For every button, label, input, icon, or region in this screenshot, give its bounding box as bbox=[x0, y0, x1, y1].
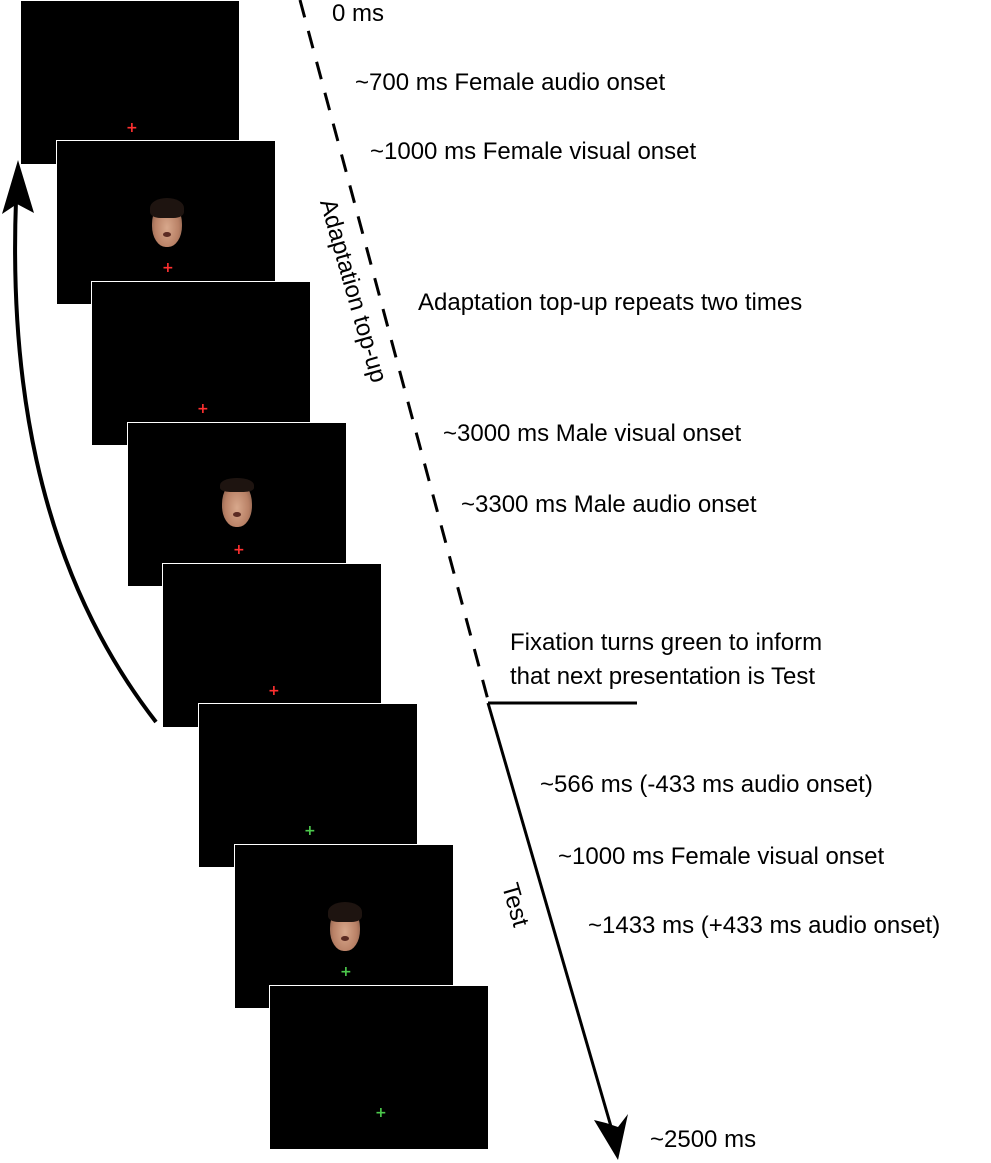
female-face bbox=[328, 902, 362, 951]
fixation-cross: + bbox=[162, 260, 174, 276]
adaptation-timeline-dashed bbox=[298, 0, 490, 701]
fixation-cross: + bbox=[233, 542, 245, 558]
repeat-loop-arrow bbox=[13, 199, 158, 724]
test-timeline-arrow bbox=[486, 702, 614, 1131]
stimulus-frame-5: + bbox=[162, 563, 382, 728]
event-test-audio-early: ~566 ms (-433 ms audio onset) bbox=[540, 771, 873, 798]
event-female-visual-onset: ~1000 ms Female visual onset bbox=[370, 138, 697, 165]
fixation-cross: + bbox=[268, 683, 280, 699]
event-test-audio-late: ~1433 ms (+433 ms audio onset) bbox=[588, 912, 941, 939]
fixation-cross: + bbox=[197, 401, 209, 417]
stimulus-frame-2: + bbox=[56, 140, 276, 305]
event-male-visual-onset: ~3000 ms Male visual onset bbox=[443, 420, 742, 447]
event-adaptation-repeats: Adaptation top-up repeats two times bbox=[418, 289, 803, 316]
end-time-label: ~2500 ms bbox=[650, 1126, 757, 1153]
stimulus-frame-3: + bbox=[91, 281, 311, 446]
fixation-cross: + bbox=[340, 964, 352, 980]
fixation-cross: + bbox=[126, 120, 138, 136]
start-time-label: 0 ms bbox=[332, 0, 385, 27]
stimulus-frame-8: + bbox=[269, 985, 489, 1150]
stimulus-frame-7: + bbox=[234, 844, 454, 1009]
repeat-loop-arrow-head bbox=[2, 160, 34, 214]
stimulus-frame-1: + bbox=[20, 0, 240, 165]
male-face bbox=[220, 478, 254, 527]
fixation-cross: + bbox=[375, 1105, 387, 1121]
fixation-cross: + bbox=[304, 823, 316, 839]
event-fixation-green-line1: Fixation turns green to inform bbox=[510, 629, 823, 656]
stimulus-frame-6: + bbox=[198, 703, 418, 868]
female-face bbox=[150, 198, 184, 247]
event-fixation-green-line2: that next presentation is Test bbox=[510, 663, 816, 690]
event-male-audio-onset: ~3300 ms Male audio onset bbox=[461, 491, 757, 518]
event-female-audio-onset: ~700 ms Female audio onset bbox=[355, 69, 666, 96]
test-arrow-head bbox=[594, 1114, 628, 1160]
event-test-female-visual-onset: ~1000 ms Female visual onset bbox=[558, 843, 885, 870]
